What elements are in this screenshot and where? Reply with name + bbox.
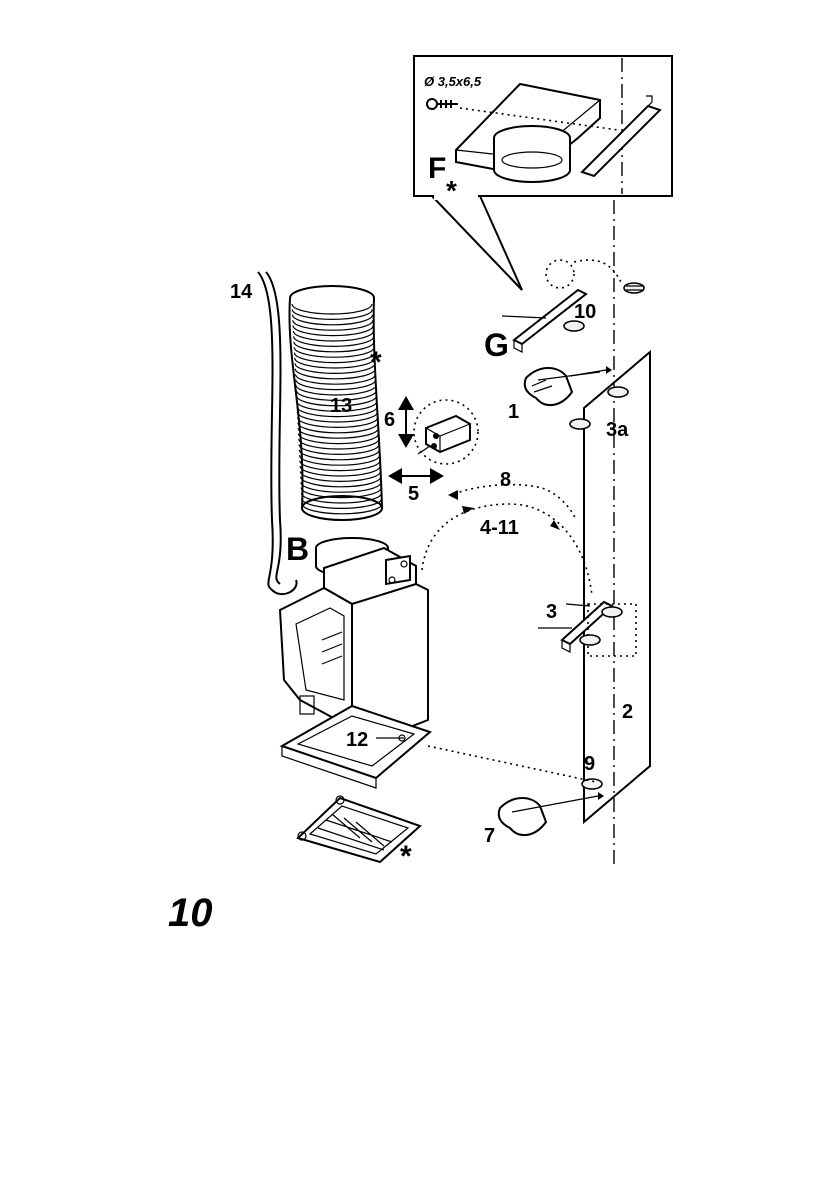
label-step-4-11: 4-11 [480, 517, 519, 539]
label-duct-star: * [370, 346, 382, 379]
wall-plug-top [624, 283, 644, 293]
label-step-3: 3 [546, 601, 557, 623]
label-step-6: 6 [384, 409, 395, 431]
label-step-2: 2 [622, 701, 633, 723]
label-step-1: 1 [508, 401, 519, 423]
label-duct-13: 13 [330, 395, 352, 417]
figure-number: 10 [168, 891, 213, 935]
screw-spec-label: Ø 3,5x6,5 [424, 74, 482, 89]
detail-inset-f: Ø 3,5x6,5 F * [414, 56, 672, 290]
label-step-9: 9 [584, 753, 595, 775]
label-g: G [484, 327, 509, 363]
label-step-10: 10 [574, 301, 596, 323]
detail-letter-f: F [428, 152, 446, 185]
bracket-g [502, 260, 622, 352]
connector-detail [388, 396, 478, 484]
detail-star: * [446, 175, 457, 206]
label-filter-star: * [400, 840, 412, 873]
label-step-7: 7 [484, 825, 495, 847]
label-step-8: 8 [500, 469, 511, 491]
label-hose-14: 14 [230, 281, 253, 303]
label-step-12: 12 [346, 729, 368, 751]
label-step-5: 5 [408, 483, 419, 505]
label-blower-b: B [286, 531, 309, 567]
screw-icon [427, 99, 458, 109]
label-step-3a: 3a [606, 419, 629, 441]
hand-marking-icon [525, 368, 600, 405]
